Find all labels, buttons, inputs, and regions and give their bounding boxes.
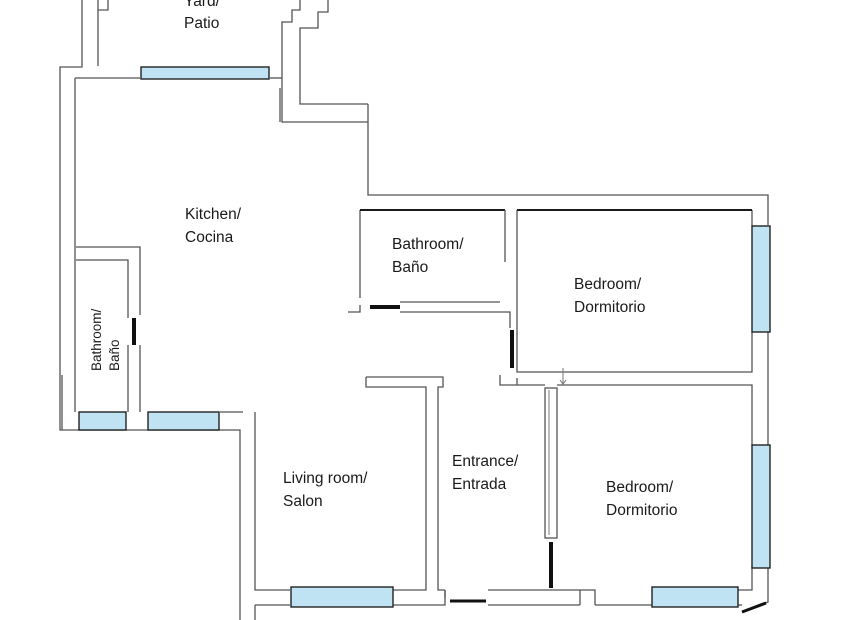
- label-bedroom-upper-line2: Dormitorio: [574, 299, 645, 316]
- window-living: [290, 586, 394, 608]
- window-yard: [140, 66, 270, 80]
- label-bathroom-side-line1: Bathroom/: [89, 308, 104, 371]
- label-living-line1: Living room/: [283, 470, 368, 487]
- label-bedroom-upper-line1: Bedroom/: [574, 276, 642, 293]
- window-bathroom-side: [78, 411, 127, 431]
- label-bedroom-lower-line2: Dormitorio: [606, 502, 677, 519]
- label-bedroom-lower-line1: Bedroom/: [606, 479, 674, 496]
- door-corner: [741, 601, 767, 614]
- label-yard-line1: Yard/: [184, 0, 221, 10]
- label-entrance-line2: Entrada: [452, 476, 507, 493]
- label-bathroom-main-line2: Baño: [392, 259, 428, 276]
- outer-walls: [59, 0, 769, 620]
- label-bathroom-side-line2: Baño: [107, 339, 122, 371]
- window-bedroom-lower-bottom: [651, 586, 739, 608]
- label-kitchen-line2: Cocina: [185, 229, 234, 246]
- label-entrance-line1: Entrance/: [452, 453, 519, 470]
- window-kitchen-bottom: [147, 411, 220, 431]
- window-bedroom-lower-right: [751, 444, 771, 569]
- windows: [78, 66, 771, 608]
- window-bedroom-upper: [751, 225, 771, 333]
- doors: [132, 305, 767, 614]
- room-labels: Yard/ Patio Kitchen/ Cocina Bathroom/ Ba…: [89, 0, 677, 519]
- label-yard-line2: Patio: [184, 15, 219, 32]
- interior-walls: [61, 77, 753, 605]
- label-bathroom-main-line1: Bathroom/: [392, 236, 464, 253]
- label-kitchen-line1: Kitchen/: [185, 206, 242, 223]
- label-living-line2: Salon: [283, 493, 323, 510]
